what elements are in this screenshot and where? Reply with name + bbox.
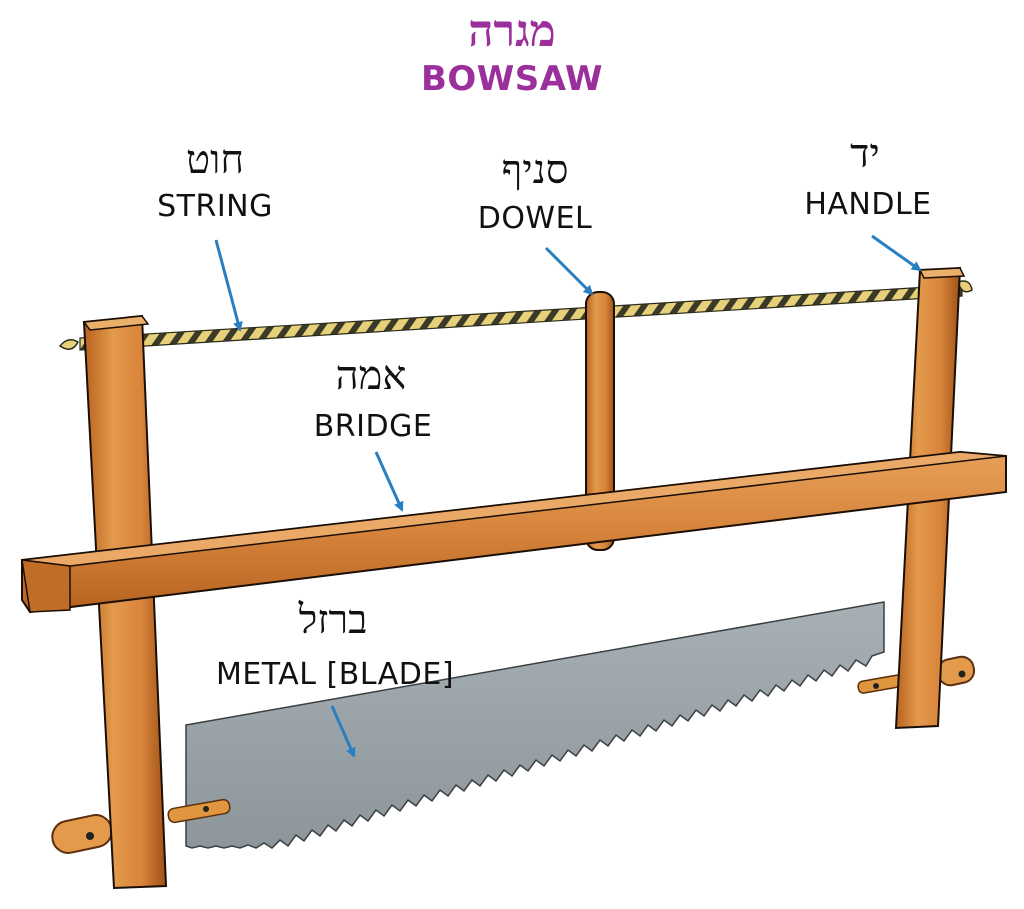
handle-arrow — [871, 234, 922, 272]
handle-label-hebrew: יד — [850, 131, 880, 177]
blade-label-hebrew: ברזל — [298, 597, 368, 643]
bridge-label-hebrew: אמה — [335, 353, 407, 399]
dowel-arrow — [544, 246, 594, 296]
twisted-string — [58, 280, 973, 351]
dowel-label-hebrew: סניף — [501, 147, 569, 193]
saw-blade — [185, 601, 885, 849]
blade-label-english: METAL [BLADE] — [215, 657, 455, 692]
left-toggle — [51, 814, 113, 854]
bridge-beam — [21, 450, 1007, 614]
title-english: BOWSAW — [420, 59, 604, 99]
annotation-arrows — [214, 234, 922, 758]
blade-arrow — [330, 705, 356, 758]
string-label-hebrew: חוט — [185, 137, 245, 183]
string-label-english: STRING — [157, 189, 273, 224]
bridge-label-english: BRIDGE — [313, 409, 433, 444]
left-blade-pin — [167, 798, 231, 824]
handle-label-english: HANDLE — [804, 187, 932, 222]
dowel — [585, 291, 615, 551]
title-hebrew: מגרה — [468, 6, 556, 57]
bridge-arrow — [374, 451, 404, 512]
dowel-label-english: DOWEL — [477, 201, 593, 236]
left-arm — [82, 314, 168, 890]
string-arrow — [214, 239, 243, 332]
